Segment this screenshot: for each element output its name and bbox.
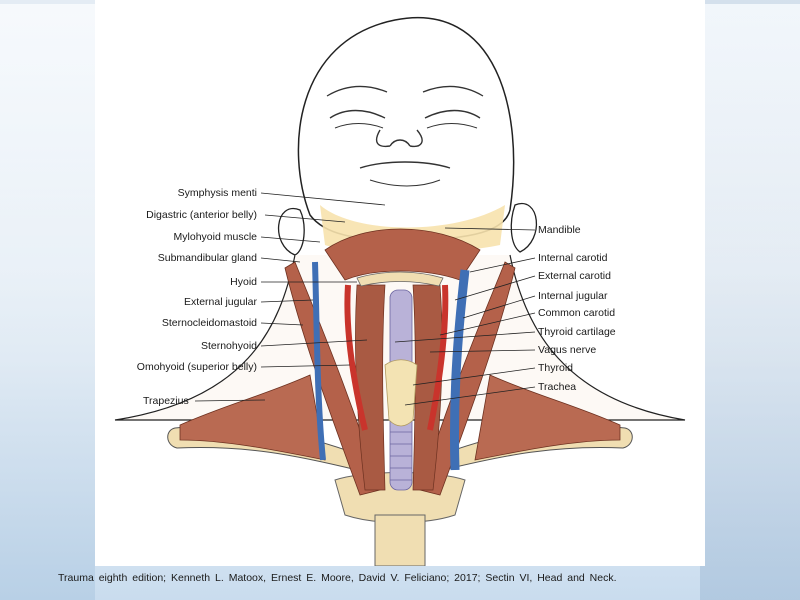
label-digastric-anterior-belly: Digastric (anterior belly) (146, 209, 257, 221)
left-internal-jugular (312, 261, 326, 461)
thyroid-gland (384, 359, 418, 427)
left-ear (278, 207, 305, 256)
head-outline (297, 17, 515, 241)
right-trapezius (474, 374, 621, 461)
anatomy-figure: Symphysis menti Digastric (anterior bell… (95, 0, 705, 566)
right-eye (424, 109, 481, 119)
right-brow (422, 85, 484, 97)
label-submandibular-gland: Submandibular gland (157, 252, 257, 264)
label-common-carotid: Common carotid (538, 307, 616, 319)
label-sternocleidomastoid: Sternocleidomastoid (161, 317, 257, 329)
right-leader-lines (394, 227, 536, 406)
label-sternohyoid: Sternohyoid (200, 340, 257, 352)
hyoid (356, 271, 444, 287)
mouth-lower (369, 179, 441, 187)
label-internal-jugular: Internal jugular (538, 290, 608, 302)
left-eye-lower (334, 123, 384, 129)
label-vagus-nerve: Vagus nerve (538, 344, 597, 356)
mouth (359, 161, 451, 169)
label-symphysis-menti: Symphysis menti (177, 187, 257, 199)
figure-caption: Trauma eighth edition; Kenneth L. Matoox… (58, 572, 617, 584)
label-omohyoid-superior-belly: Omohyoid (superior belly) (136, 361, 257, 373)
left-eye (329, 109, 386, 119)
label-trapezius: Trapezius (143, 395, 189, 407)
neck-anatomy-illustration (114, 17, 686, 566)
label-external-jugular: External jugular (184, 296, 257, 308)
label-external-carotid: External carotid (538, 270, 611, 282)
label-mylohyoid-muscle: Mylohyoid muscle (173, 231, 257, 243)
label-hyoid: Hyoid (230, 276, 257, 288)
left-trapezius (179, 374, 326, 461)
slide-background-right (700, 0, 800, 600)
left-leader-lines (194, 192, 386, 402)
label-thyroid-cartilage: Thyroid cartilage (538, 326, 616, 338)
slide-background-left (0, 0, 95, 600)
label-internal-carotid: Internal carotid (538, 252, 608, 264)
label-trachea: Trachea (538, 381, 577, 393)
right-ear (510, 202, 537, 253)
right-eye-lower (426, 123, 478, 129)
right-internal-jugular (450, 269, 470, 471)
label-mandible: Mandible (538, 224, 581, 236)
label-thyroid: Thyroid (538, 362, 574, 374)
right-carotid-artery (427, 284, 449, 431)
mylohyoid (324, 228, 481, 281)
sternohyoid-left (355, 284, 386, 491)
sternum-body (374, 514, 426, 566)
right-sternocleidomastoid (419, 261, 516, 496)
left-brow (326, 85, 388, 97)
nose (375, 129, 423, 148)
left-carotid-artery (344, 284, 368, 431)
